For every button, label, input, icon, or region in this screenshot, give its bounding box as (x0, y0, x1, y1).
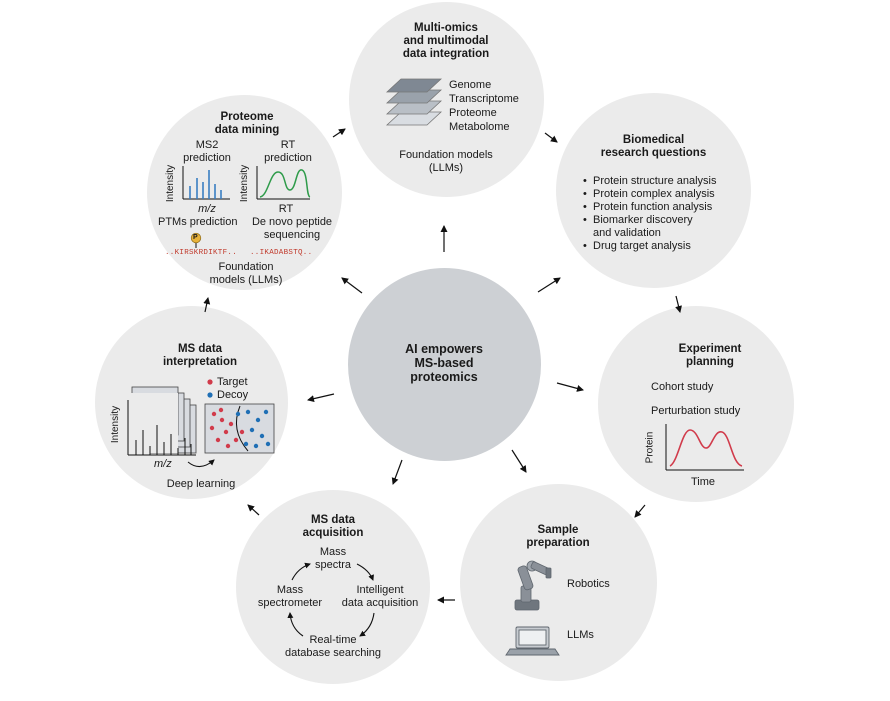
experiment-circle (598, 306, 794, 502)
mining-footer-line2: models (LLMs) (209, 274, 283, 286)
experiment-option-perturbation: Perturbation study (651, 405, 741, 417)
rt-prediction-plot (256, 166, 311, 200)
interpretation-footer: Deep learning (166, 478, 236, 490)
target-decoy-scatter (204, 379, 275, 454)
omics-layer-transcriptome: Transcriptome (449, 93, 519, 105)
biomedical-list: •Protein structure analysis •Protein com… (583, 175, 717, 253)
sequence-right: ..IKADABSTQ.. (250, 249, 313, 257)
rt-ylabel: Intensity (239, 164, 251, 203)
laptop-icon (505, 626, 560, 656)
multiomics-footer-line1: Foundation models (399, 149, 493, 161)
interpretation-ylabel: Intensity (110, 405, 122, 444)
list-item: •Drug target analysis (583, 240, 691, 252)
denovo-line2: sequencing (263, 229, 321, 241)
experiment-plot-xlabel: Time (690, 476, 716, 488)
acquisition-circle (236, 490, 430, 684)
legend-decoy: Decoy (217, 389, 249, 401)
spoke-upper-left (341, 277, 363, 294)
experiment-plot (665, 424, 744, 471)
omics-layer-stack-icon (385, 78, 443, 126)
cycle-arrows (203, 128, 682, 604)
mining-circle (147, 95, 342, 290)
ms2-ylabel: Intensity (165, 164, 177, 203)
arrow-multiomics-to-biomedical (544, 132, 558, 143)
robot-arm-icon (514, 560, 552, 611)
sample-circle (460, 484, 657, 681)
legend-target: Target (217, 376, 248, 388)
list-item-continuation: and validation (593, 227, 661, 239)
interpretation-title-line2: interpretation (162, 356, 238, 368)
spoke-right (556, 382, 584, 392)
ms2-xlabel: m/z (198, 203, 216, 215)
ms2-title-line2: prediction (183, 152, 231, 164)
interpretation-xlabel: m/z (154, 458, 172, 470)
spoke-upper-right (537, 277, 561, 293)
sample-item-llms: LLMs (567, 629, 594, 641)
multiomics-footer-line2: (LLMs) (428, 162, 464, 174)
multiomics-title-line2: and multimodal (403, 35, 489, 47)
sample-title-line1: Sample (537, 524, 579, 536)
mining-title-line1: Proteome (220, 111, 274, 123)
center-circle (348, 268, 541, 461)
center-title-line3: proteomics (410, 370, 478, 384)
multiomics-title-line3: data integration (402, 48, 490, 60)
omics-layer-metabolome: Metabolome (449, 121, 510, 133)
mining-title-line2: data mining (214, 124, 280, 136)
experiment-option-cohort: Cohort study (651, 381, 714, 393)
omics-layer-proteome: Proteome (449, 107, 497, 119)
cycle-mass-spectrometer-line2: spectrometer (257, 597, 323, 609)
list-item: •Biomarker discovery (583, 214, 693, 226)
stacked-spectra-icon (126, 386, 215, 467)
list-item: •Protein function analysis (583, 201, 713, 213)
ms2-spectrum-plot (182, 166, 230, 200)
cycle-realtime-search-line2: database searching (284, 647, 381, 659)
arrow-acquisition-to-interpretation (247, 504, 260, 516)
experiment-title-line2: planning (686, 356, 734, 368)
cycle-mass-spectra-line2: spectra (314, 559, 352, 571)
spoke-lower-left (391, 459, 403, 485)
sequence-left: ..KIRSKRDIKTF.. (165, 249, 238, 257)
sample-item-robotics: Robotics (567, 578, 610, 590)
cycle-intelligent-acquisition-line1: Intelligent (356, 584, 404, 596)
multiomics-circle (349, 2, 544, 197)
interpretation-title-line1: MS data (177, 343, 223, 355)
rt-title-line1: RT (280, 139, 296, 151)
arrow-biomedical-to-experiment (675, 295, 682, 313)
arrow-experiment-to-sample (634, 504, 646, 518)
cycle-realtime-search-line1: Real-time (309, 634, 357, 646)
spoke-left (307, 393, 335, 403)
cycle-mass-spectra-line1: Mass (319, 546, 347, 558)
ptm-marker-letter: P (193, 234, 198, 241)
omics-layer-genome: Genome (449, 79, 492, 91)
center-title-line1: AI empowers (405, 342, 483, 356)
ptm-marker-icon (190, 232, 202, 248)
acquisition-title-line2: acquisition (302, 527, 364, 539)
arrow-interpretation-to-mining (203, 297, 211, 313)
spoke-lower-right (511, 449, 527, 473)
cycle-mass-spectrometer-line1: Mass (276, 584, 304, 596)
rt-xlabel: RT (278, 203, 294, 215)
sample-title-line2: preparation (526, 537, 590, 549)
biomedical-title-line2: research questions (600, 147, 707, 159)
ptm-label: PTMs prediction (158, 216, 238, 228)
multiomics-title-line1: Multi-omics (414, 22, 478, 34)
acquisition-title-line1: MS data (310, 514, 356, 526)
ms2-title-line1: MS2 (195, 139, 219, 151)
spoke-arrows (307, 225, 584, 485)
experiment-plot-ylabel: Protein (644, 431, 656, 464)
denovo-line1: De novo peptide (251, 216, 333, 228)
arrow-mining-to-multiomics (332, 128, 346, 138)
center-title-line2: MS-based (414, 356, 474, 370)
cycle-intelligent-acquisition-line2: data acquisition (341, 597, 419, 609)
acquisition-cycle-arrows (287, 562, 375, 637)
experiment-title-line1: Experiment (678, 343, 742, 355)
list-item: •Protein complex analysis (583, 188, 715, 200)
biomedical-title-line1: Biomedical (622, 134, 685, 146)
mining-footer-line1: Foundation (218, 261, 274, 273)
rt-title-line2: prediction (264, 152, 312, 164)
biomedical-circle (556, 93, 751, 288)
list-item: •Protein structure analysis (583, 175, 717, 187)
